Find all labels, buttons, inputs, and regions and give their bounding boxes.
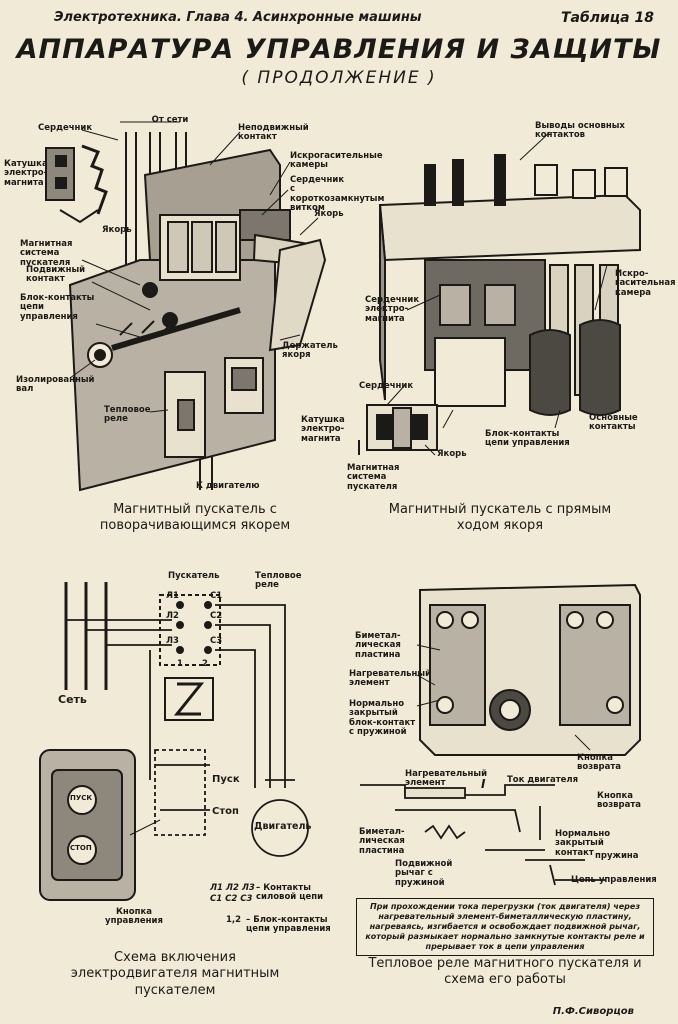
page-title: АППАРАТУРА УПРАВЛЕНИЯ И ЗАЩИТЫ — [16, 34, 662, 65]
straight-starter-illustration — [358, 131, 641, 456]
armature-holder — [142, 238, 327, 352]
label-magnetic-system: Магнитная система пускателя — [20, 239, 73, 268]
legend-power-contacts: – Контакты силовой цепи — [256, 883, 324, 903]
label-heater-2: Нагревательный элемент — [405, 769, 488, 789]
label-armature: Якорь — [314, 209, 344, 219]
label-arc-chambers: Искрогасительные камеры — [290, 151, 383, 171]
relay-body — [419, 583, 641, 756]
label-spring: пружина — [595, 851, 639, 861]
label-nc-contact: Нормально закрытый контакт — [555, 829, 611, 858]
caption-wiring-scheme: Схема включения электродвигателя магнитн… — [70, 950, 280, 998]
label-n2: 2 — [202, 659, 208, 669]
label-control-circuit: Цепь управления — [571, 875, 657, 885]
power-lines — [66, 604, 295, 788]
button-stop-text: СТОП — [70, 844, 92, 852]
author-signature: П.Ф.Сиворцов — [552, 1006, 634, 1017]
label-lever: Подвижной рычаг с пружиной — [395, 859, 453, 888]
control-box — [39, 749, 136, 901]
label-core-shorted: Сердечник с короткозамкнутым витком — [290, 175, 385, 214]
label-to-motor: К двигателю — [196, 481, 260, 491]
panel-thermal-relay: Биметал-лическая пластина Нагревательный… — [345, 570, 678, 990]
caption-thermal-relay: Тепловое реле магнитного пускателя и схе… — [368, 956, 642, 988]
label-magnetic-system-2: Магнитная система пускателя — [347, 463, 400, 492]
label-em-core: Сердечник электро-магнита — [365, 295, 420, 324]
button-start-text: ПУСК — [70, 794, 93, 802]
label-c3: С3 — [210, 636, 223, 646]
label-block-contacts: Блок-контакты цепи управления — [20, 293, 95, 322]
label-n1: 1 — [177, 659, 183, 669]
label-coil-small: Катушка электро-магнита — [301, 415, 345, 444]
panel-rotating-armature-starter: От сети Сердечник Неподвижный контакт Ис… — [0, 110, 384, 540]
legend-block-contacts: – Блок-контакты цепи управления — [246, 915, 331, 935]
label-main-terminals: Выводы основных контактов — [535, 121, 625, 141]
small-magnetic-system — [358, 404, 438, 455]
label-moving-contact: Подвижный контакт — [26, 265, 86, 285]
label-core-small: Сердечник — [359, 381, 414, 391]
label-fixed-contact: Неподвижный контакт — [238, 123, 309, 143]
label-motor: Двигатель — [254, 821, 312, 832]
legend-syms-l: Л1 Л2 Л3 — [210, 883, 255, 893]
insulated-shaft — [87, 307, 241, 368]
network-bus — [64, 582, 108, 690]
label-heater: Нагревательный элемент — [349, 669, 432, 689]
page-subtitle: ( ПРОДОЛЖЕНИЕ ) — [241, 68, 437, 88]
working-scheme — [360, 784, 605, 886]
header-table-number: Таблица 18 — [560, 10, 654, 26]
label-armature-2: Якорь — [437, 449, 467, 459]
header-chapter: Электротехника. Глава 4. Асинхронные маш… — [54, 10, 422, 25]
label-insulated-shaft: Изолированный вал — [16, 375, 95, 395]
terminal-row — [378, 154, 641, 401]
label-block-contacts-2: Блок-контакты цепи управления — [485, 429, 570, 449]
control-circuit — [149, 650, 309, 857]
panel-straight-armature-starter: Выводы основных контактов Искро-гаситель… — [301, 110, 678, 540]
label-core: Сердечник — [38, 123, 93, 133]
label-thermal-relay-3: Тепловое реле — [255, 571, 302, 591]
label-reset-button: Кнопка возврата — [577, 753, 622, 773]
label-stop: Стоп — [212, 806, 239, 817]
magnet-frame — [424, 259, 621, 416]
label-armature-holder: Держатель якоря — [282, 341, 338, 361]
label-control-button: Кнопка управления — [105, 907, 163, 927]
label-armature-small: Якорь — [102, 225, 132, 235]
label-l2: Л2 — [166, 611, 179, 621]
label-coil: Катушка электро-магнита — [4, 159, 48, 188]
label-motor-current: Ток двигателя — [507, 775, 579, 785]
label-c2: С2 — [210, 611, 223, 621]
label-main-contacts: Основные контакты — [589, 413, 638, 433]
wiring-diagram — [39, 582, 309, 901]
label-thermal-relay: Тепловое реле — [104, 405, 151, 425]
panel-wiring-scheme: Пускатель Тепловое реле Л1 Л2 Л3 С1 С2 С… — [0, 570, 345, 998]
core-sketch — [45, 144, 108, 224]
label-starter: Пускатель — [168, 571, 220, 581]
label-l3: Л3 — [166, 636, 179, 646]
thermal-relay — [164, 357, 264, 458]
label-start: Пуск — [212, 774, 240, 785]
label-nc-block: Нормально закрытый блок-контакт с пружин… — [349, 699, 416, 738]
caption-straight-starter: Магнитный пускатель с прямым ходом якоря — [388, 502, 612, 534]
caption-rotating-starter: Магнитный пускатель с поворачивающимся я… — [99, 502, 291, 534]
thermal-relay-illustration — [360, 583, 641, 886]
starter-contacts — [159, 594, 221, 721]
label-from-net: От сети — [151, 115, 189, 125]
thermal-relay-note: При прохождении тока перегрузки (ток дви… — [356, 898, 654, 956]
label-reset-button-2: Кнопка возврата — [597, 791, 642, 811]
label-l1: Л1 — [166, 591, 179, 601]
label-current-symbol: I — [481, 777, 486, 791]
legend-syms-c: С1 С2 С3 — [210, 894, 253, 904]
label-arc-chamber: Искро-гасительная камера — [615, 269, 676, 298]
motor-circle — [251, 799, 309, 857]
label-network: Сеть — [58, 693, 87, 706]
label-c1: С1 — [210, 591, 223, 601]
rotating-starter-illustration — [45, 121, 327, 492]
legend-syms-12: 1,2 — [226, 915, 242, 925]
label-bimetal: Биметал-лическая пластина — [355, 631, 401, 660]
label-bimetal-2: Биметал-лическая пластина — [359, 827, 405, 856]
